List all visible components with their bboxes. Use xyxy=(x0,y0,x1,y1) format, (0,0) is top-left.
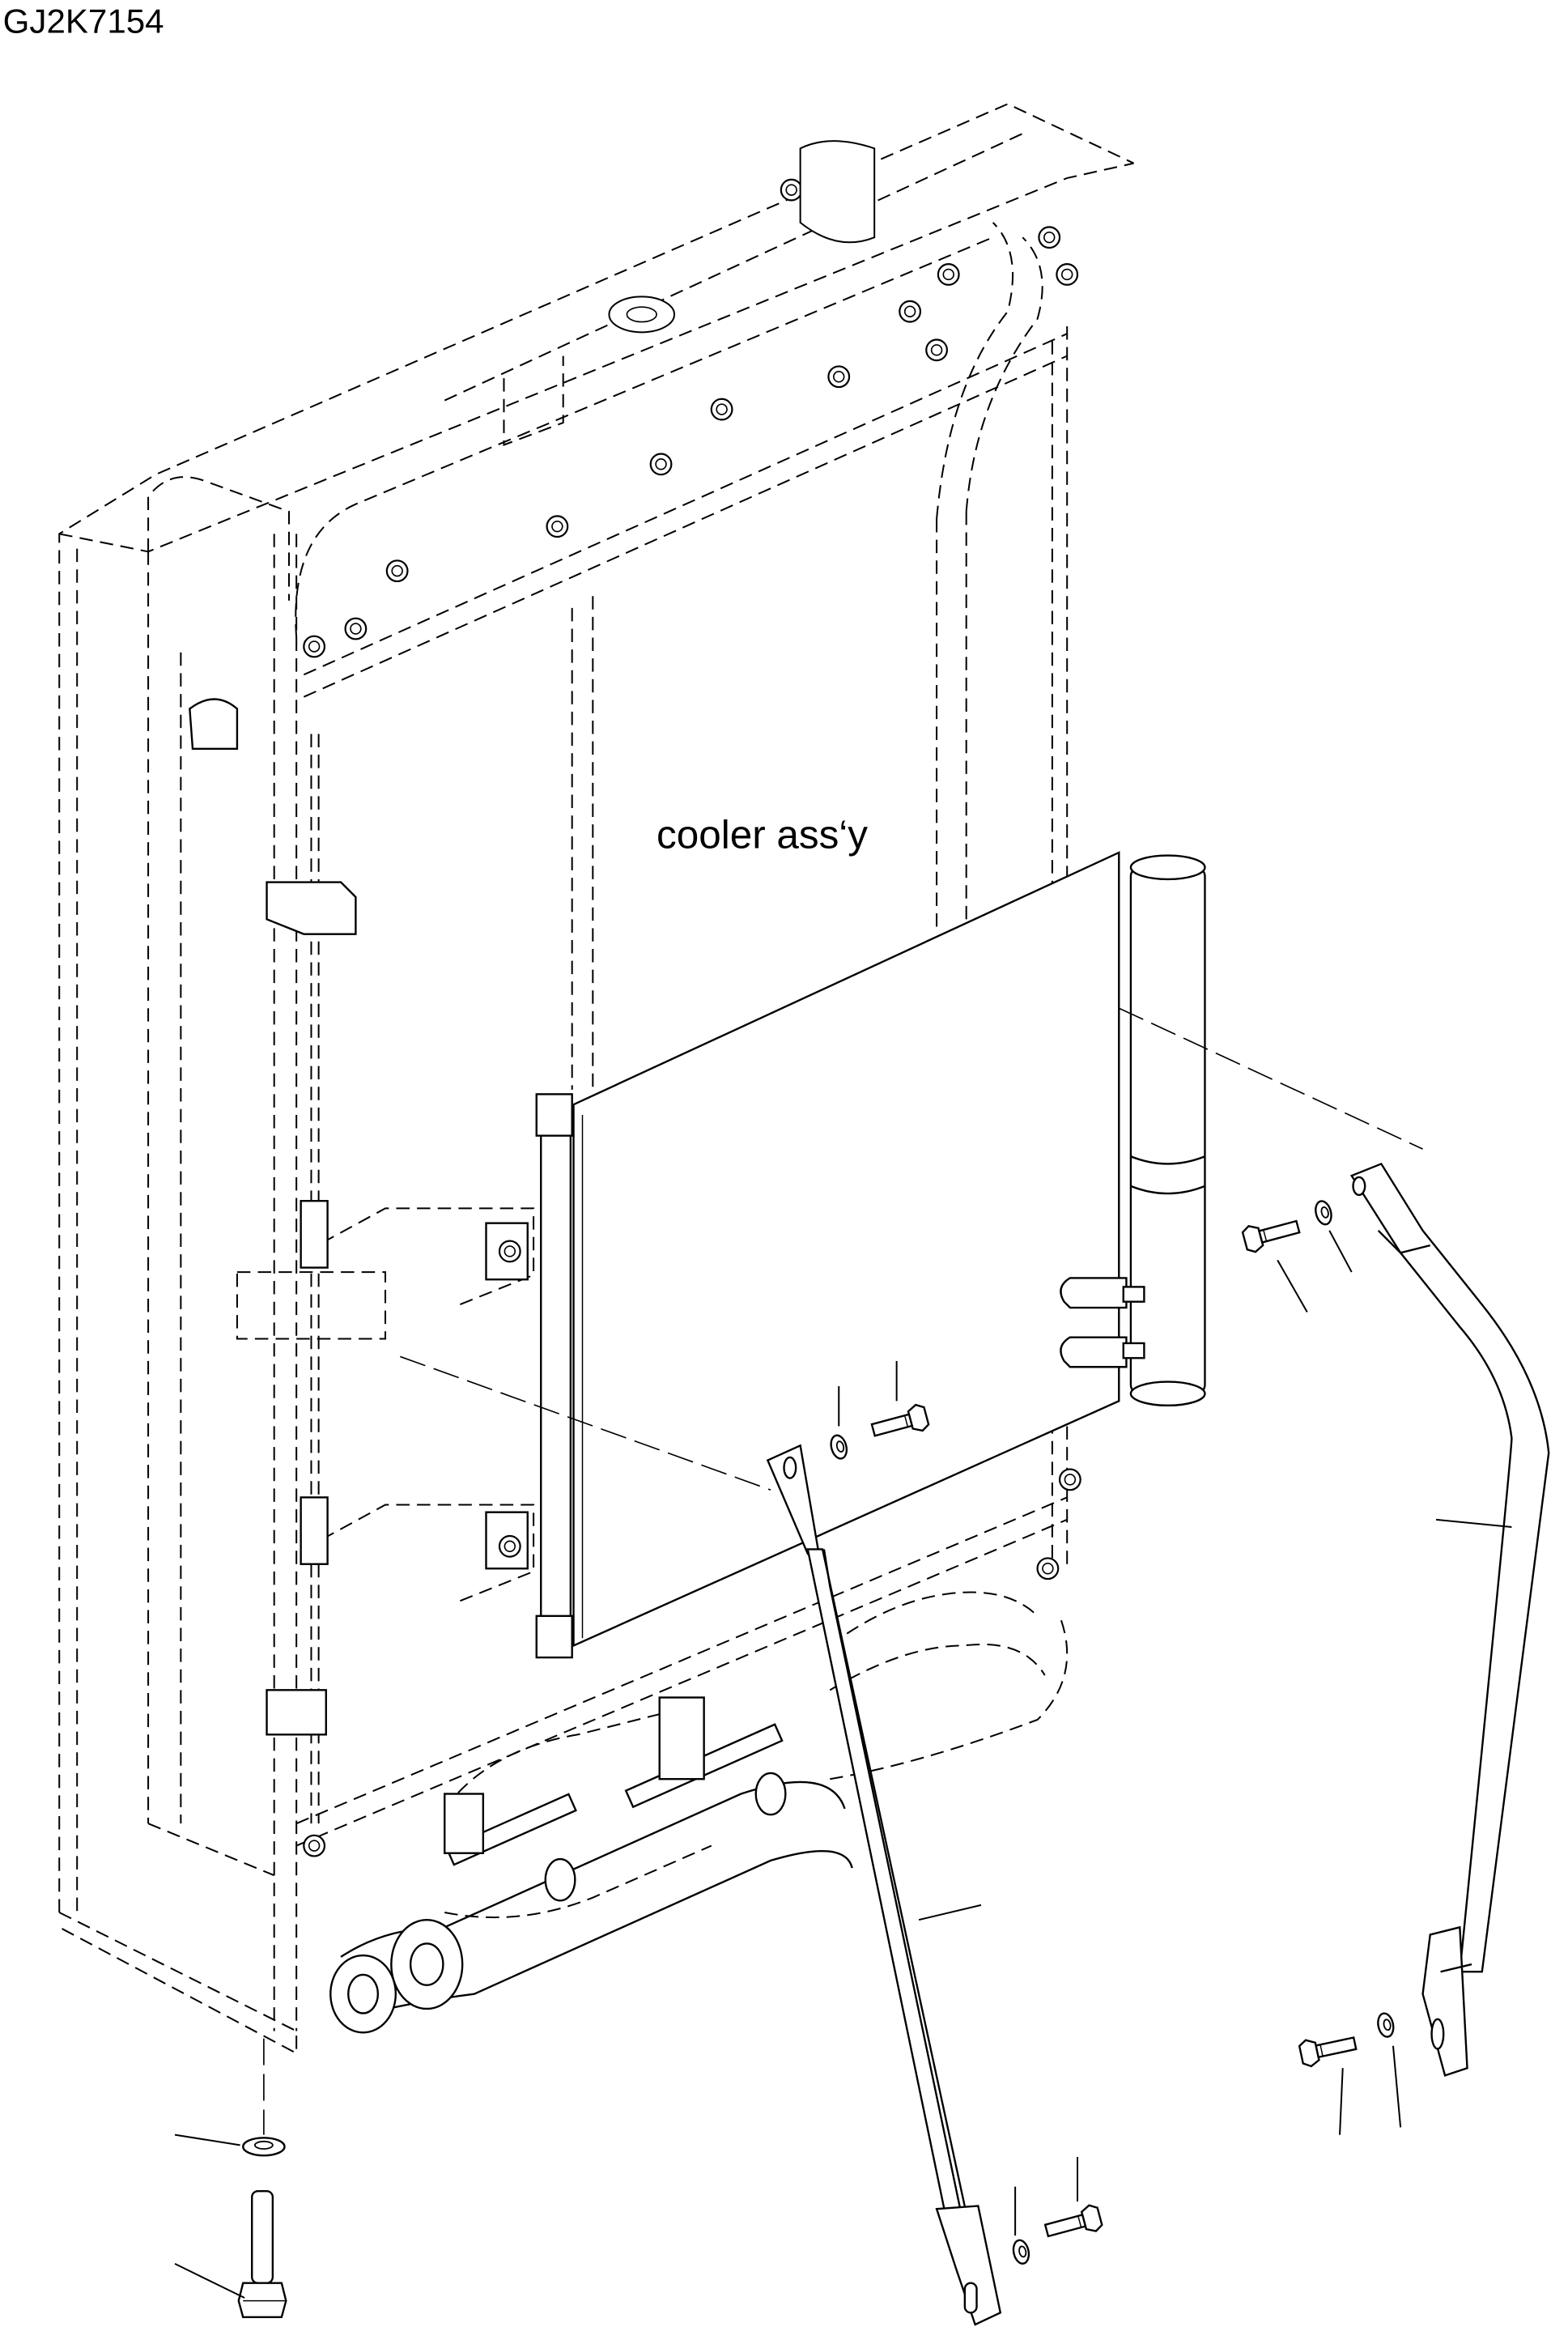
radiator-bolt-heads xyxy=(303,140,1081,1857)
right-stay-rod xyxy=(1349,1162,1550,2077)
leader-lines xyxy=(174,1230,1512,2299)
lower-manifold-hose xyxy=(329,1696,853,2034)
drawing-code: GJ2K7154 xyxy=(3,2,164,40)
assembly-label: cooler ass‘y xyxy=(657,812,868,857)
fastener-bottom-center-washer xyxy=(1010,2237,1032,2266)
fastener-bottom-left-washer xyxy=(242,2137,286,2157)
fastener-bottom-left-bolt xyxy=(237,2189,287,2318)
cooler-panel xyxy=(189,698,1206,1736)
fastener-bottom-right-bolt xyxy=(1297,2029,1359,2070)
fastener-bottom-right-washer xyxy=(1375,2010,1396,2040)
fastener-top-right-bolt xyxy=(1240,1212,1302,1255)
fastener-bottom-center-bolt xyxy=(1042,2202,1104,2244)
explosion-lines xyxy=(263,1007,1423,2135)
left-stay-rod xyxy=(766,1444,1002,2326)
fastener-top-right-washer xyxy=(1312,1198,1335,1227)
